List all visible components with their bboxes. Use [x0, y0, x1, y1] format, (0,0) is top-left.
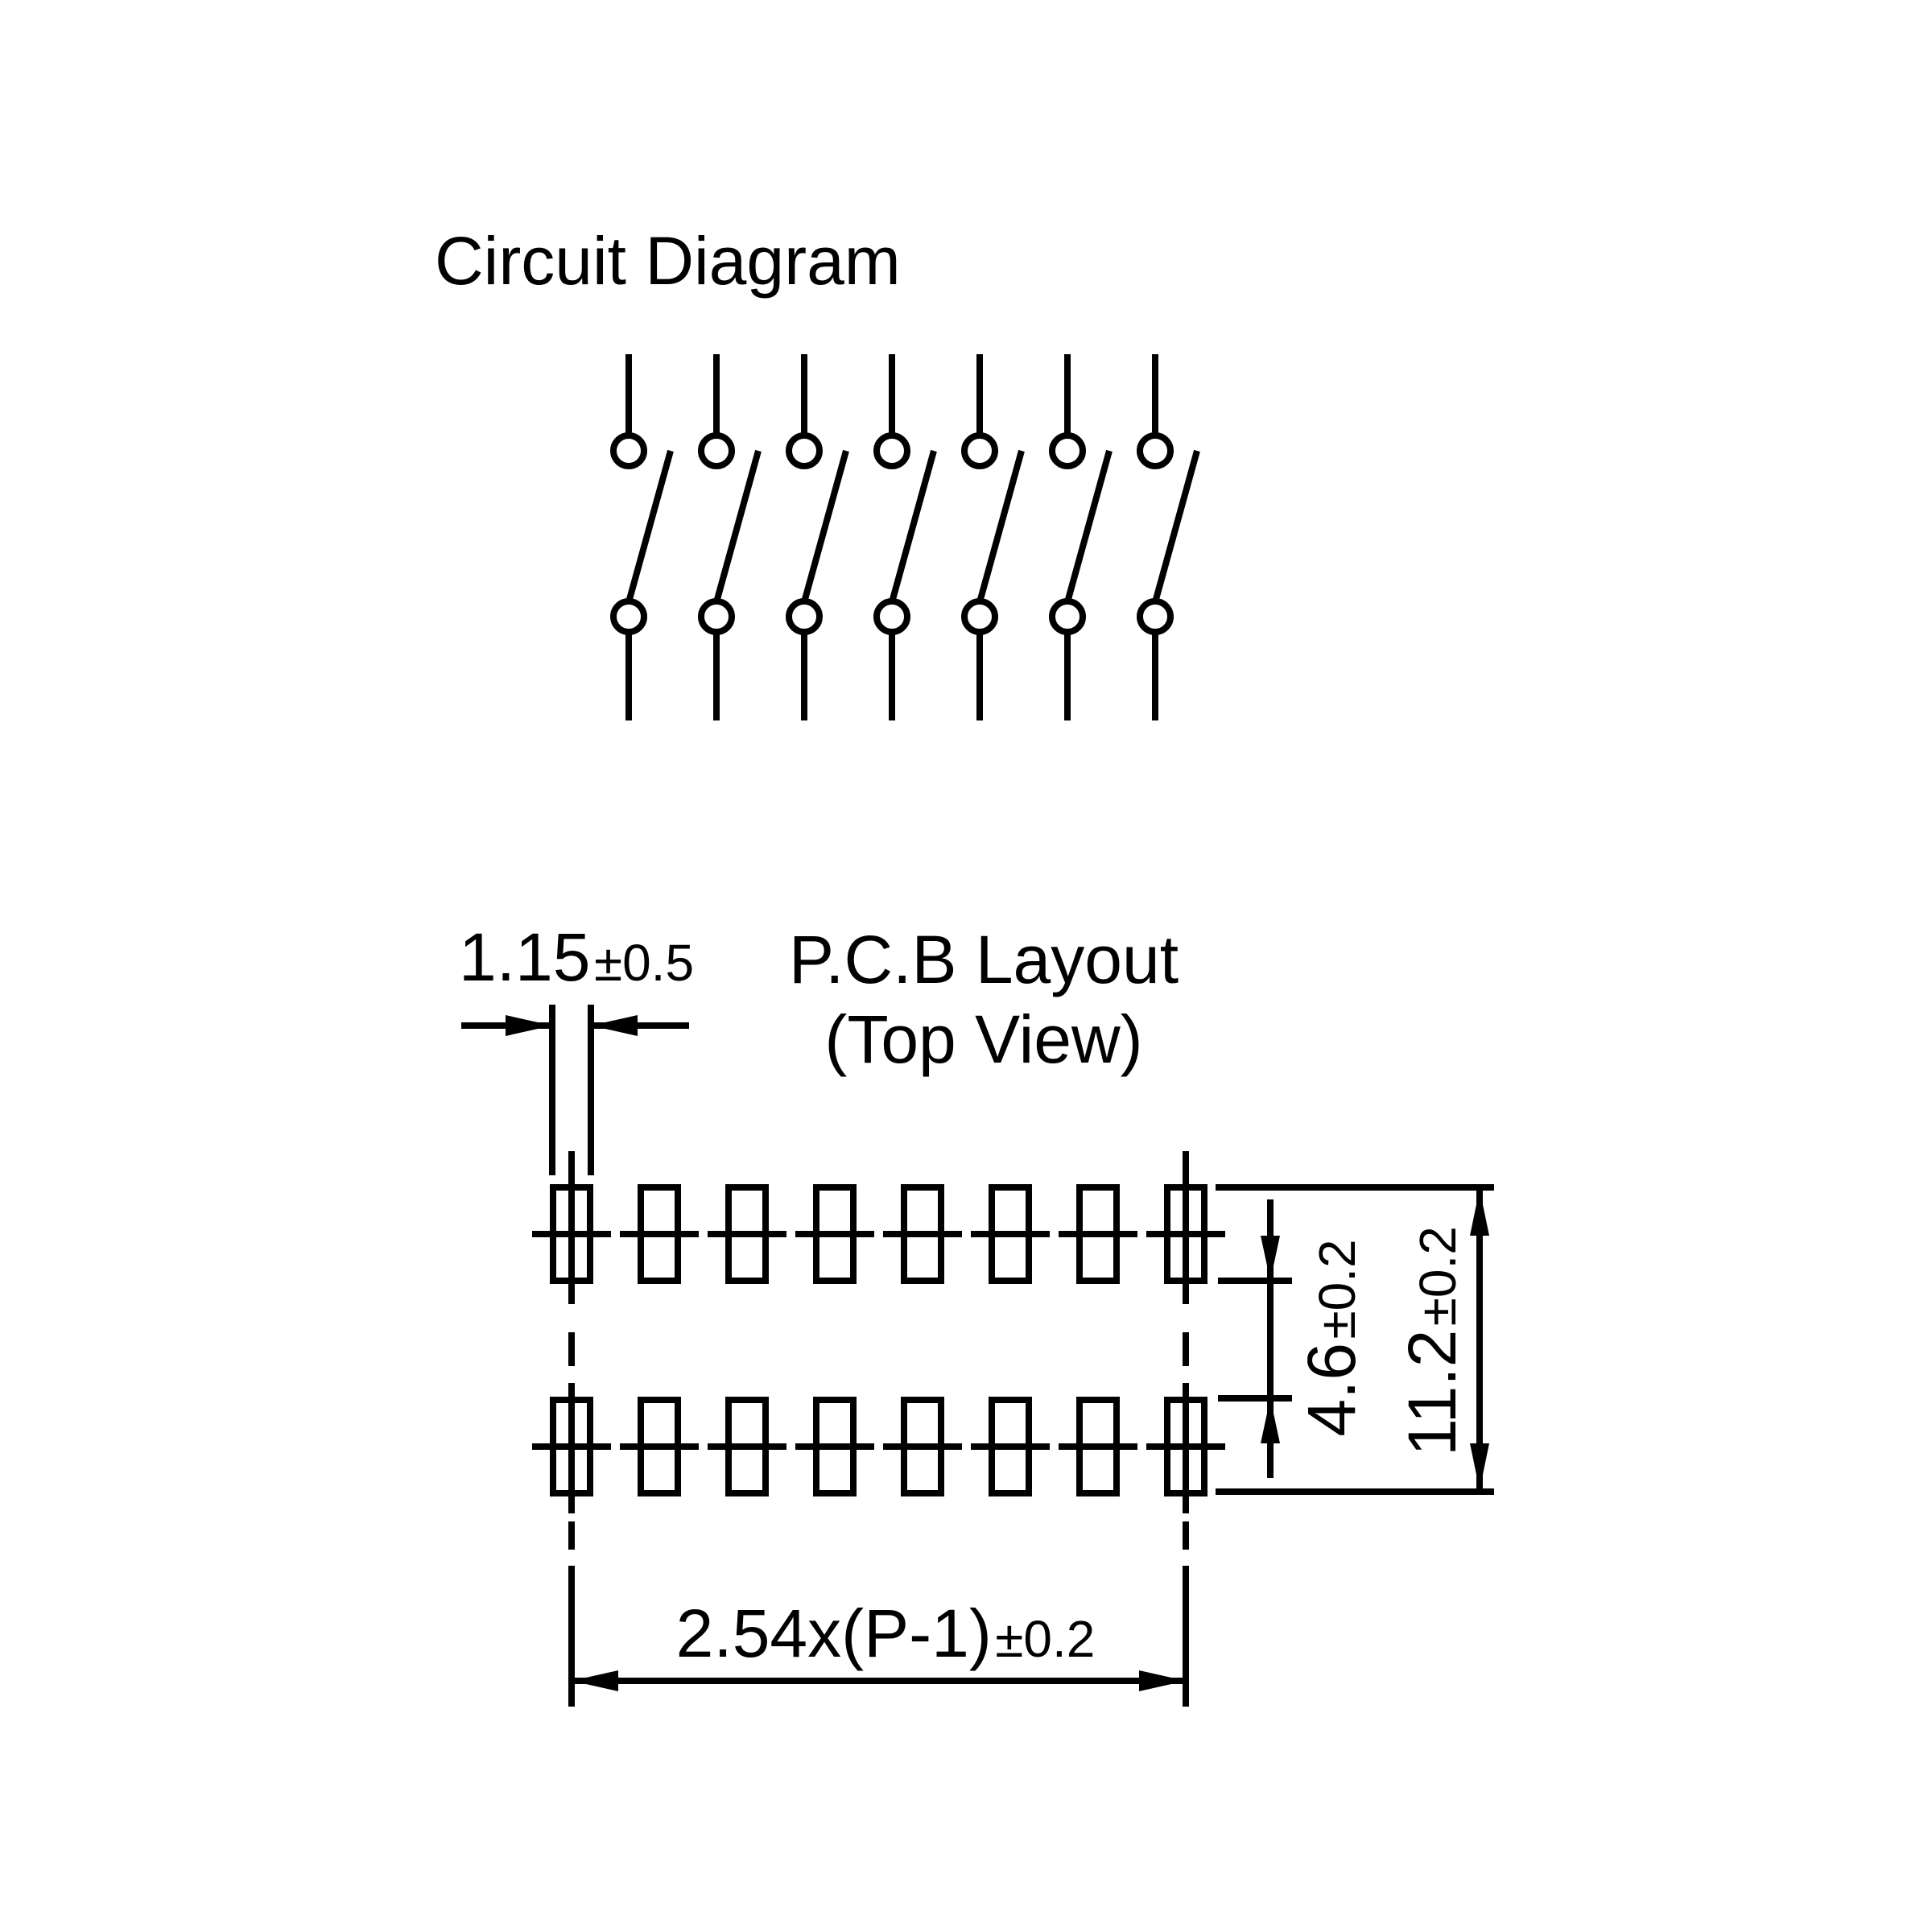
switch-top-contact [698, 432, 735, 469]
pcb-pad [883, 1184, 962, 1284]
pcb-pad [795, 1184, 874, 1284]
arrowhead-right [1139, 1670, 1186, 1691]
pcb-pad [708, 1184, 786, 1284]
switch-bottom-contact [786, 598, 823, 635]
arrowhead-up [1261, 1398, 1280, 1443]
arrowhead-left [572, 1670, 618, 1691]
dimension-tolerance: ±0.5 [594, 934, 694, 992]
dimension-tolerance: ±0.2 [1308, 1239, 1366, 1339]
pcb-pad [883, 1397, 962, 1496]
pcb-pad [971, 1184, 1050, 1284]
switch-bottom-contact [961, 598, 998, 635]
switch-lever [976, 449, 1025, 604]
dimension-value: 11.2 [1394, 1330, 1470, 1456]
dimension-value: 1.15 [459, 919, 591, 995]
pcb-pad [620, 1184, 699, 1284]
pcb-layout-label-line1: P.C.B Layout [789, 922, 1179, 997]
switch-top-contact [1137, 432, 1174, 469]
pcb-pad [795, 1397, 874, 1496]
circuit-switches [610, 354, 1200, 720]
arrowhead-down [1470, 1443, 1489, 1490]
switch-symbol [873, 354, 937, 720]
dimension-value: 2.54x(P-1) [676, 1596, 992, 1671]
switch-lever [1152, 449, 1200, 604]
pad-width-dimension: 1.15 ±0.5 [459, 919, 694, 1175]
switch-symbol [786, 354, 849, 720]
switch-lever [801, 449, 849, 604]
switch-symbol [698, 354, 762, 720]
pcb-pad [708, 1397, 786, 1496]
switch-symbol [610, 354, 674, 720]
dimension-tolerance: ±0.2 [1409, 1226, 1467, 1326]
switch-lever [713, 449, 762, 604]
switch-bottom-contact [1049, 598, 1086, 635]
switch-top-contact [961, 432, 998, 469]
switch-top-contact [610, 432, 647, 469]
switch-top-contact [1049, 432, 1086, 469]
pad-width-dimension-text: 1.15 ±0.5 [459, 919, 694, 995]
outer-span-dimension-text: 11.2 ±0.2 [1394, 1226, 1470, 1456]
arrowhead-down [1261, 1236, 1280, 1281]
switch-symbol [1137, 354, 1200, 720]
switch-bottom-contact [873, 598, 910, 635]
switch-bottom-contact [1137, 598, 1174, 635]
arrowhead-right [506, 1015, 552, 1036]
pcb-pad [620, 1397, 699, 1496]
arrowhead-left [591, 1015, 638, 1036]
switch-bottom-contact [610, 598, 647, 635]
pcb-pad [971, 1397, 1050, 1496]
switch-symbol [961, 354, 1025, 720]
pcb-pad [1059, 1397, 1137, 1496]
switch-lever [889, 449, 937, 604]
pcb-layout-label-line2: (Top View) [824, 1001, 1142, 1077]
pcb-pads [532, 1184, 1225, 1496]
pitch-dimension: 2.54x(P-1) ±0.2 [568, 1566, 1189, 1707]
dimension-tolerance: ±0.2 [995, 1610, 1095, 1668]
switch-bottom-contact [698, 598, 735, 635]
switch-top-contact [786, 432, 823, 469]
circuit-diagram-title: Circuit Diagram [435, 223, 901, 299]
switch-lever [1064, 449, 1113, 604]
pitch-dimension-text: 2.54x(P-1) ±0.2 [676, 1596, 1096, 1671]
right-dimensions: 4.6 ±0.2 11.2 ±0.2 [1216, 1184, 1494, 1495]
dimension-value: 4.6 [1294, 1343, 1369, 1437]
pad-width-extension-lines [549, 1005, 594, 1175]
switch-top-contact [873, 432, 910, 469]
switch-symbol [1049, 354, 1113, 720]
pcb-pad [1059, 1184, 1137, 1284]
row-gap-dimension-text: 4.6 ±0.2 [1294, 1239, 1369, 1436]
switch-lever [625, 449, 674, 604]
arrowhead-up [1470, 1189, 1489, 1236]
